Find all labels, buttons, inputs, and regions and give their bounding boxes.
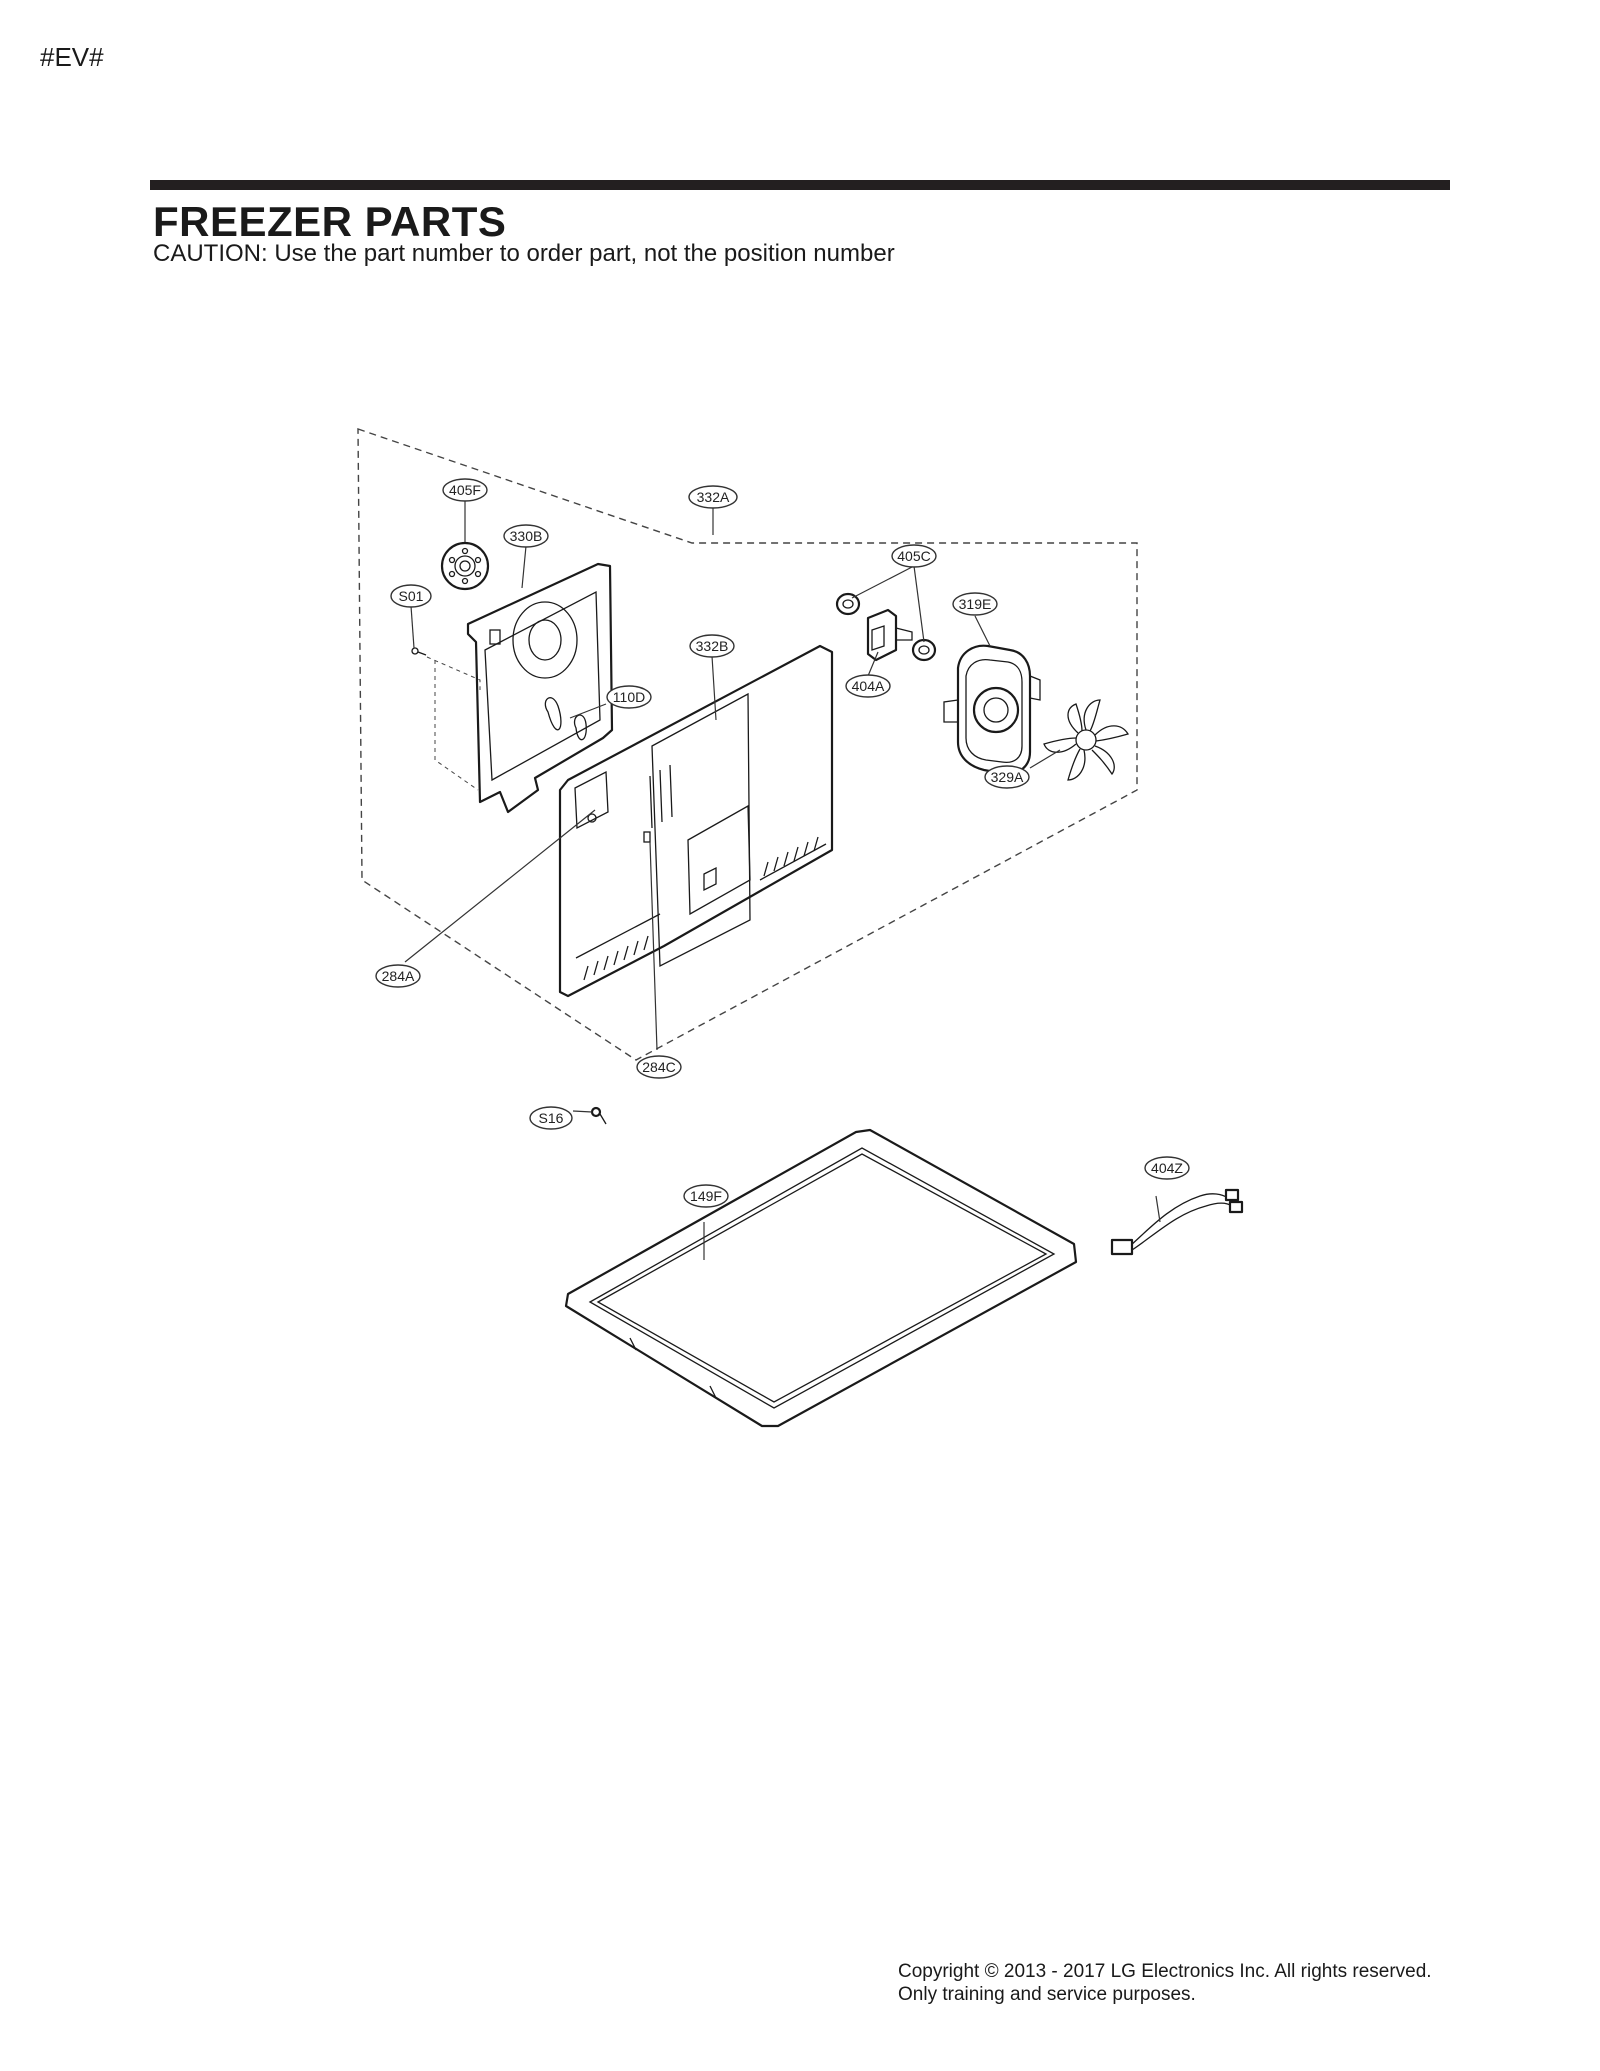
callout-284A: 284A <box>375 964 421 988</box>
svg-text:330B: 330B <box>510 528 543 544</box>
callout-332A: 332A <box>688 485 738 509</box>
svg-text:284A: 284A <box>382 968 415 984</box>
svg-text:110D: 110D <box>613 689 645 705</box>
svg-text:S16: S16 <box>539 1110 564 1126</box>
assembly-boundary <box>357 428 1138 1061</box>
part-405C-mount <box>835 592 937 662</box>
svg-text:149F: 149F <box>690 1188 722 1204</box>
part-319E-shroud <box>943 644 1041 776</box>
callout-405C: 405C <box>891 544 937 568</box>
callout-329A: 329A <box>984 765 1030 789</box>
caution-note: CAUTION: Use the part number to order pa… <box>153 240 895 267</box>
svg-text:332A: 332A <box>697 489 730 505</box>
callout-284C: 284C <box>636 1055 682 1079</box>
callout-110D: 110D <box>606 685 652 709</box>
callout-332B: 332B <box>689 634 735 658</box>
part-404A-motor <box>866 608 913 662</box>
callout-S16: S16 <box>529 1106 573 1130</box>
callout-149F: 149F <box>683 1184 729 1208</box>
callout-404Z: 404Z <box>1144 1156 1190 1180</box>
svg-text:404Z: 404Z <box>1151 1160 1183 1176</box>
callout-S01: S01 <box>390 584 432 608</box>
callout-405F: 405F <box>442 478 488 502</box>
part-404Z-harness <box>1110 1188 1244 1256</box>
svg-text:S01: S01 <box>399 588 424 604</box>
svg-text:405C: 405C <box>897 548 930 564</box>
page-code: #EV# <box>40 42 104 72</box>
svg-text:319E: 319E <box>959 596 992 612</box>
copyright-footer: Copyright © 2013 - 2017 LG Electronics I… <box>898 1960 1432 2006</box>
callout-330B: 330B <box>503 524 549 548</box>
usage-note: Only training and service purposes. <box>898 1984 1196 2005</box>
copyright-line: Copyright © 2013 - 2017 LG Electronics I… <box>898 1961 1432 1982</box>
callout-319E: 319E <box>952 592 998 616</box>
part-S16-screw <box>590 1106 607 1125</box>
part-329A-fan-blade <box>1043 699 1129 781</box>
header-rule <box>150 180 1450 190</box>
svg-text:332B: 332B <box>696 638 729 654</box>
part-330B-bracket <box>466 562 614 814</box>
svg-text:404A: 404A <box>852 678 885 694</box>
part-S01-screw <box>411 647 427 656</box>
part-149F-shelf <box>564 1128 1078 1428</box>
svg-text:284C: 284C <box>642 1059 675 1075</box>
part-405F-grommet <box>440 541 490 591</box>
callout-404A: 404A <box>845 674 891 698</box>
svg-text:405F: 405F <box>449 482 481 498</box>
svg-text:329A: 329A <box>991 769 1024 785</box>
page-title: FREEZER PARTS <box>153 198 507 245</box>
